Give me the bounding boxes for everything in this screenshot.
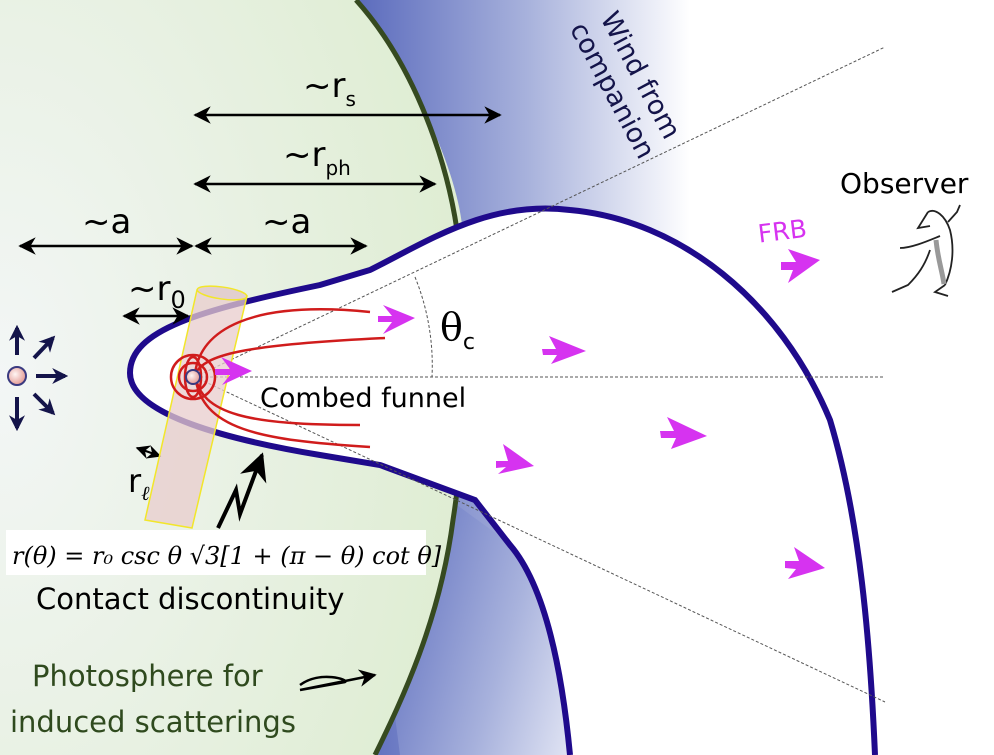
frb-arrows	[215, 249, 825, 579]
outflow-arrow-icon	[9, 324, 69, 432]
star-source-icon	[7, 366, 27, 386]
outflow-region	[130, 208, 875, 755]
photosphere-label-line1: Photosphere for	[32, 659, 263, 693]
frb-arrow-icon	[660, 417, 707, 449]
r-ell-dimension-arrow	[135, 445, 162, 459]
frb-arrow-icon	[785, 547, 825, 579]
magnetar-dipole-icon	[185, 369, 201, 385]
squiggle-pointer-icon	[216, 452, 267, 529]
r-0-label: ~r0	[128, 269, 186, 314]
equation-text: r(θ) = r₀ csc θ √3[1 + (π − θ) cot θ]	[12, 542, 442, 570]
r-ph-label: ~rph	[283, 135, 351, 180]
funnel-edge-lower	[194, 376, 886, 703]
contact-discontinuity-line-lower	[127, 372, 573, 755]
frb-arrow-icon	[542, 336, 586, 364]
cylinder-icon	[144, 285, 248, 529]
theta-c-arc	[414, 276, 433, 378]
funnel-edge-upper	[194, 46, 886, 378]
frb-arrow-icon	[378, 305, 415, 334]
observer-label: Observer	[840, 167, 969, 200]
r-ell-label: rℓ	[128, 462, 150, 505]
equation-box	[6, 530, 426, 575]
frb-label: FRB	[756, 214, 808, 249]
squiggle-pointer-icon	[299, 669, 377, 692]
frb-arrow-icon	[215, 357, 252, 385]
combed-funnel-label: Combed funnel	[260, 383, 466, 414]
frb-arrow-icon	[496, 444, 534, 474]
r-s-label: ~rs	[303, 66, 356, 111]
contact-discontinuity-label: Contact discontinuity	[36, 582, 344, 616]
a-left-label: ~a	[82, 202, 131, 242]
a-right-label: ~a	[262, 202, 311, 242]
theta-c-label: θc	[440, 305, 475, 355]
photosphere-label-line2: induced scatterings	[10, 705, 296, 739]
frog-observer-icon	[891, 204, 961, 297]
magnetic-field-lines	[169, 308, 386, 449]
frb-arrow-icon	[781, 249, 820, 283]
